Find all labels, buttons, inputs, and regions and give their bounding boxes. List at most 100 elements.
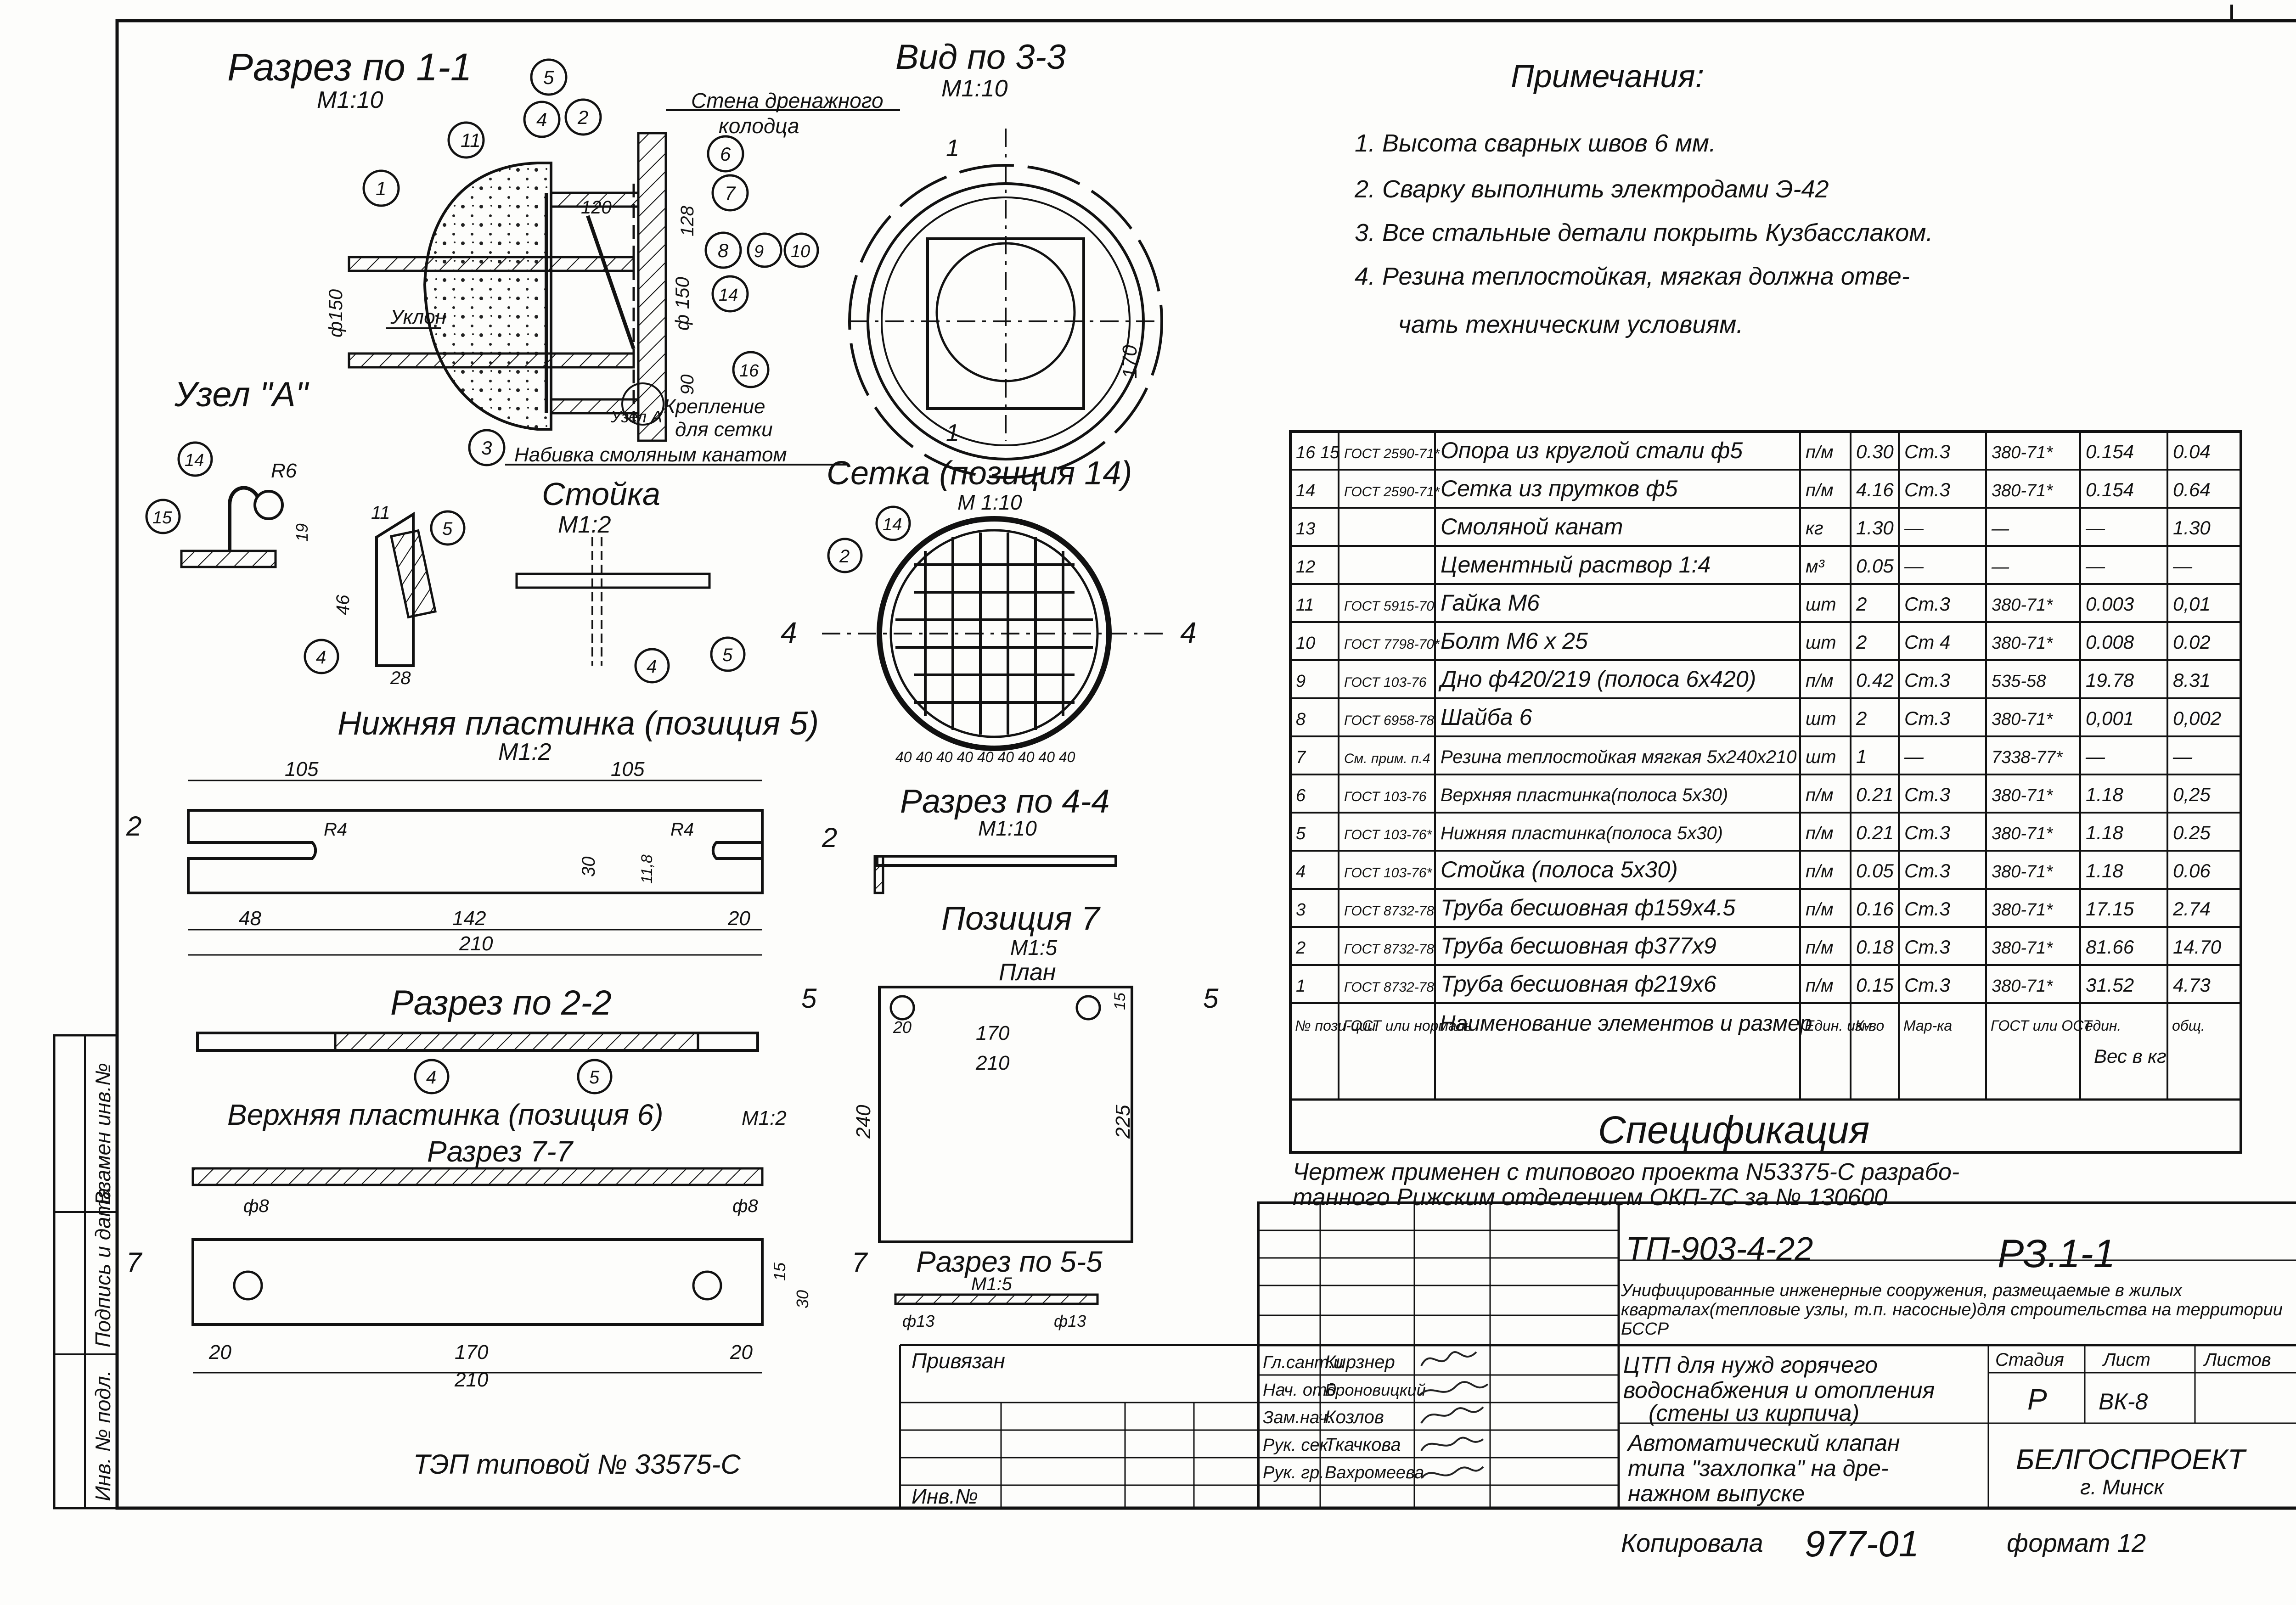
spec-cell: п/м (1806, 785, 1834, 805)
cut-1-top: 1 (946, 135, 959, 162)
spec-cell: Труба бесшовная ф377х9 (1441, 933, 1716, 959)
slope-label: Уклон (390, 306, 446, 328)
side-sign-label: Подпись и дата (91, 1188, 115, 1347)
balloons-section-1-1: 1 2 3 4 5 6 7 8 9 10 11 14 16 (362, 58, 819, 466)
pos7-sub: План (999, 959, 1056, 986)
spec-cell: Сетка из прутков ф5 (1441, 476, 1678, 501)
spec-cell: 10 (1296, 634, 1315, 653)
spec-cell: 0.15 (1856, 974, 1894, 996)
stamp-inv: Инв.№ (912, 1484, 978, 1508)
svg-text:2: 2 (839, 546, 850, 567)
spec-cell: 0.18 (1856, 936, 1894, 958)
spec-cell: 12 (1296, 557, 1315, 577)
spec-cell: Ст.3 (1904, 784, 1950, 805)
spec-cell: п/м (1806, 976, 1834, 996)
spec-cell: 380-71* (1992, 786, 2053, 805)
dim-p7-20: 20 (893, 1018, 912, 1037)
dim-up-15: 15 (770, 1262, 789, 1281)
side-replace-label: Взамен инв.№ (91, 1063, 115, 1205)
spec-cell: Ст.3 (1904, 860, 1950, 881)
spec-cell: ГОСТ 2590-71* (1344, 446, 1440, 461)
balloon-16: 16 (732, 351, 770, 388)
balloon-4: 4 (523, 101, 561, 138)
dim-up-170: 170 (455, 1341, 489, 1364)
setka-scale: М 1:10 (957, 490, 1022, 514)
spec-cell: 2 (1295, 938, 1306, 958)
spec-cell: 0.06 (2173, 860, 2211, 881)
spec-cell: 14 (1296, 481, 1315, 500)
svg-text:5: 5 (543, 67, 554, 88)
spec-header-cell: К-во (1855, 1017, 1884, 1034)
balloon-6: 6 (707, 135, 744, 173)
dim-p7-240: 240 (852, 1105, 875, 1139)
stamp-role-3: Зам.нач. (1263, 1408, 1332, 1427)
stoyka-detail: 46 28 11 4 5 (304, 503, 466, 688)
section-1-1-title: Разрез по 1-1 (227, 45, 472, 89)
svg-text:11: 11 (461, 129, 481, 151)
footer-format: формат 12 (2007, 1528, 2146, 1557)
spec-cell: ГОСТ 2590-71* (1344, 484, 1440, 499)
spec-cell: 535-58 (1992, 672, 2046, 691)
spec-cell: 0.02 (2173, 631, 2211, 653)
view-3-3-title: Вид по 3-3 (895, 38, 1066, 77)
spec-cell: 380-71* (1992, 862, 2053, 881)
balloon-3: 3 (468, 429, 506, 466)
section-5-5-title: Разрез по 5-5 (916, 1245, 1103, 1278)
side-inv-label: Инв. № подл. (91, 1370, 115, 1501)
spec-cell: — (2085, 555, 2105, 577)
spec-cell: 380-71* (1992, 595, 2053, 615)
spec-cell: Резина теплостойкая мягкая 5х240х210 (1441, 747, 1796, 767)
stamp-role-2: Нач. отд (1263, 1381, 1336, 1400)
dim-p7-170: 170 (976, 1022, 1010, 1044)
stamp-stage-header: Стадия (1995, 1350, 2064, 1370)
spec-cell: 7338-77* (1992, 748, 2063, 767)
spec-cell: 1.30 (2173, 517, 2211, 539)
dim-phi8b: ф8 (732, 1196, 758, 1216)
spec-cell: 11 (1296, 595, 1314, 615)
spec-cell: п/м (1806, 861, 1834, 881)
spec-cell: Цементный раствор 1:4 (1441, 552, 1711, 578)
spec-cell: 1.18 (2086, 784, 2123, 805)
setka-title: Сетка (позиция 14) (827, 455, 1132, 492)
stamp-drawing-1: Автоматический клапан (1626, 1430, 1900, 1456)
spec-cell: ГОСТ 6958-78 (1344, 713, 1434, 728)
spec-cell: 380-71* (1992, 634, 2053, 653)
lower-plate-title: Нижняя пластинка (позиция 5) (338, 705, 819, 742)
wall-label: Стена дренажного (691, 89, 884, 112)
spec-cell: ГОСТ 103-76 (1344, 789, 1427, 804)
svg-text:5: 5 (722, 645, 733, 665)
svg-text:6: 6 (720, 143, 731, 165)
dim-p7-225: 225 (1112, 1105, 1134, 1139)
spec-cell: 380-71* (1992, 976, 2053, 996)
drainage-wall (637, 132, 667, 442)
spec-cell: Дно ф420/219 (полоса 6х420) (1438, 666, 1756, 692)
dim-30: 30 (579, 857, 599, 877)
spec-cell: 17.15 (2086, 898, 2134, 920)
flap-plate (586, 215, 636, 350)
stamp-sheets-header: Листов (2203, 1350, 2271, 1370)
spec-cell: Труба бесшовная ф159х4.5 (1441, 895, 1736, 920)
svg-text:14: 14 (719, 286, 738, 305)
dim-up-20a: 20 (208, 1341, 231, 1364)
stamp-drawing-2: типа "захлопка" на дре- (1628, 1455, 1889, 1481)
balloon-14: 14 (711, 275, 749, 313)
svg-text:15: 15 (152, 508, 172, 528)
balloon-1: 1 (362, 169, 400, 207)
balloon-14c: 14 (875, 505, 911, 541)
spec-cell: 380-71* (1992, 938, 2053, 958)
spec-title: Спецификация (1598, 1108, 1869, 1151)
upper-plate: Верхняя пластинка (позиция 6) М1:2 Разре… (126, 1098, 868, 1391)
spec-cell: 380-71* (1992, 710, 2053, 729)
stamp-name-4: Ткачкова (1325, 1435, 1401, 1455)
dim-19: 19 (293, 523, 311, 542)
dim-r4a: R4 (324, 819, 347, 840)
dim-120: 120 (581, 197, 612, 218)
spec-cell: Ст.3 (1904, 479, 1950, 500)
stamp-stage: Р (2027, 1383, 2047, 1416)
dim-r6: R6 (271, 460, 297, 482)
dim-128: 128 (677, 206, 698, 236)
side-stamp: Инв. № подл. Подпись и дата Взамен инв.№ (53, 1034, 118, 1510)
